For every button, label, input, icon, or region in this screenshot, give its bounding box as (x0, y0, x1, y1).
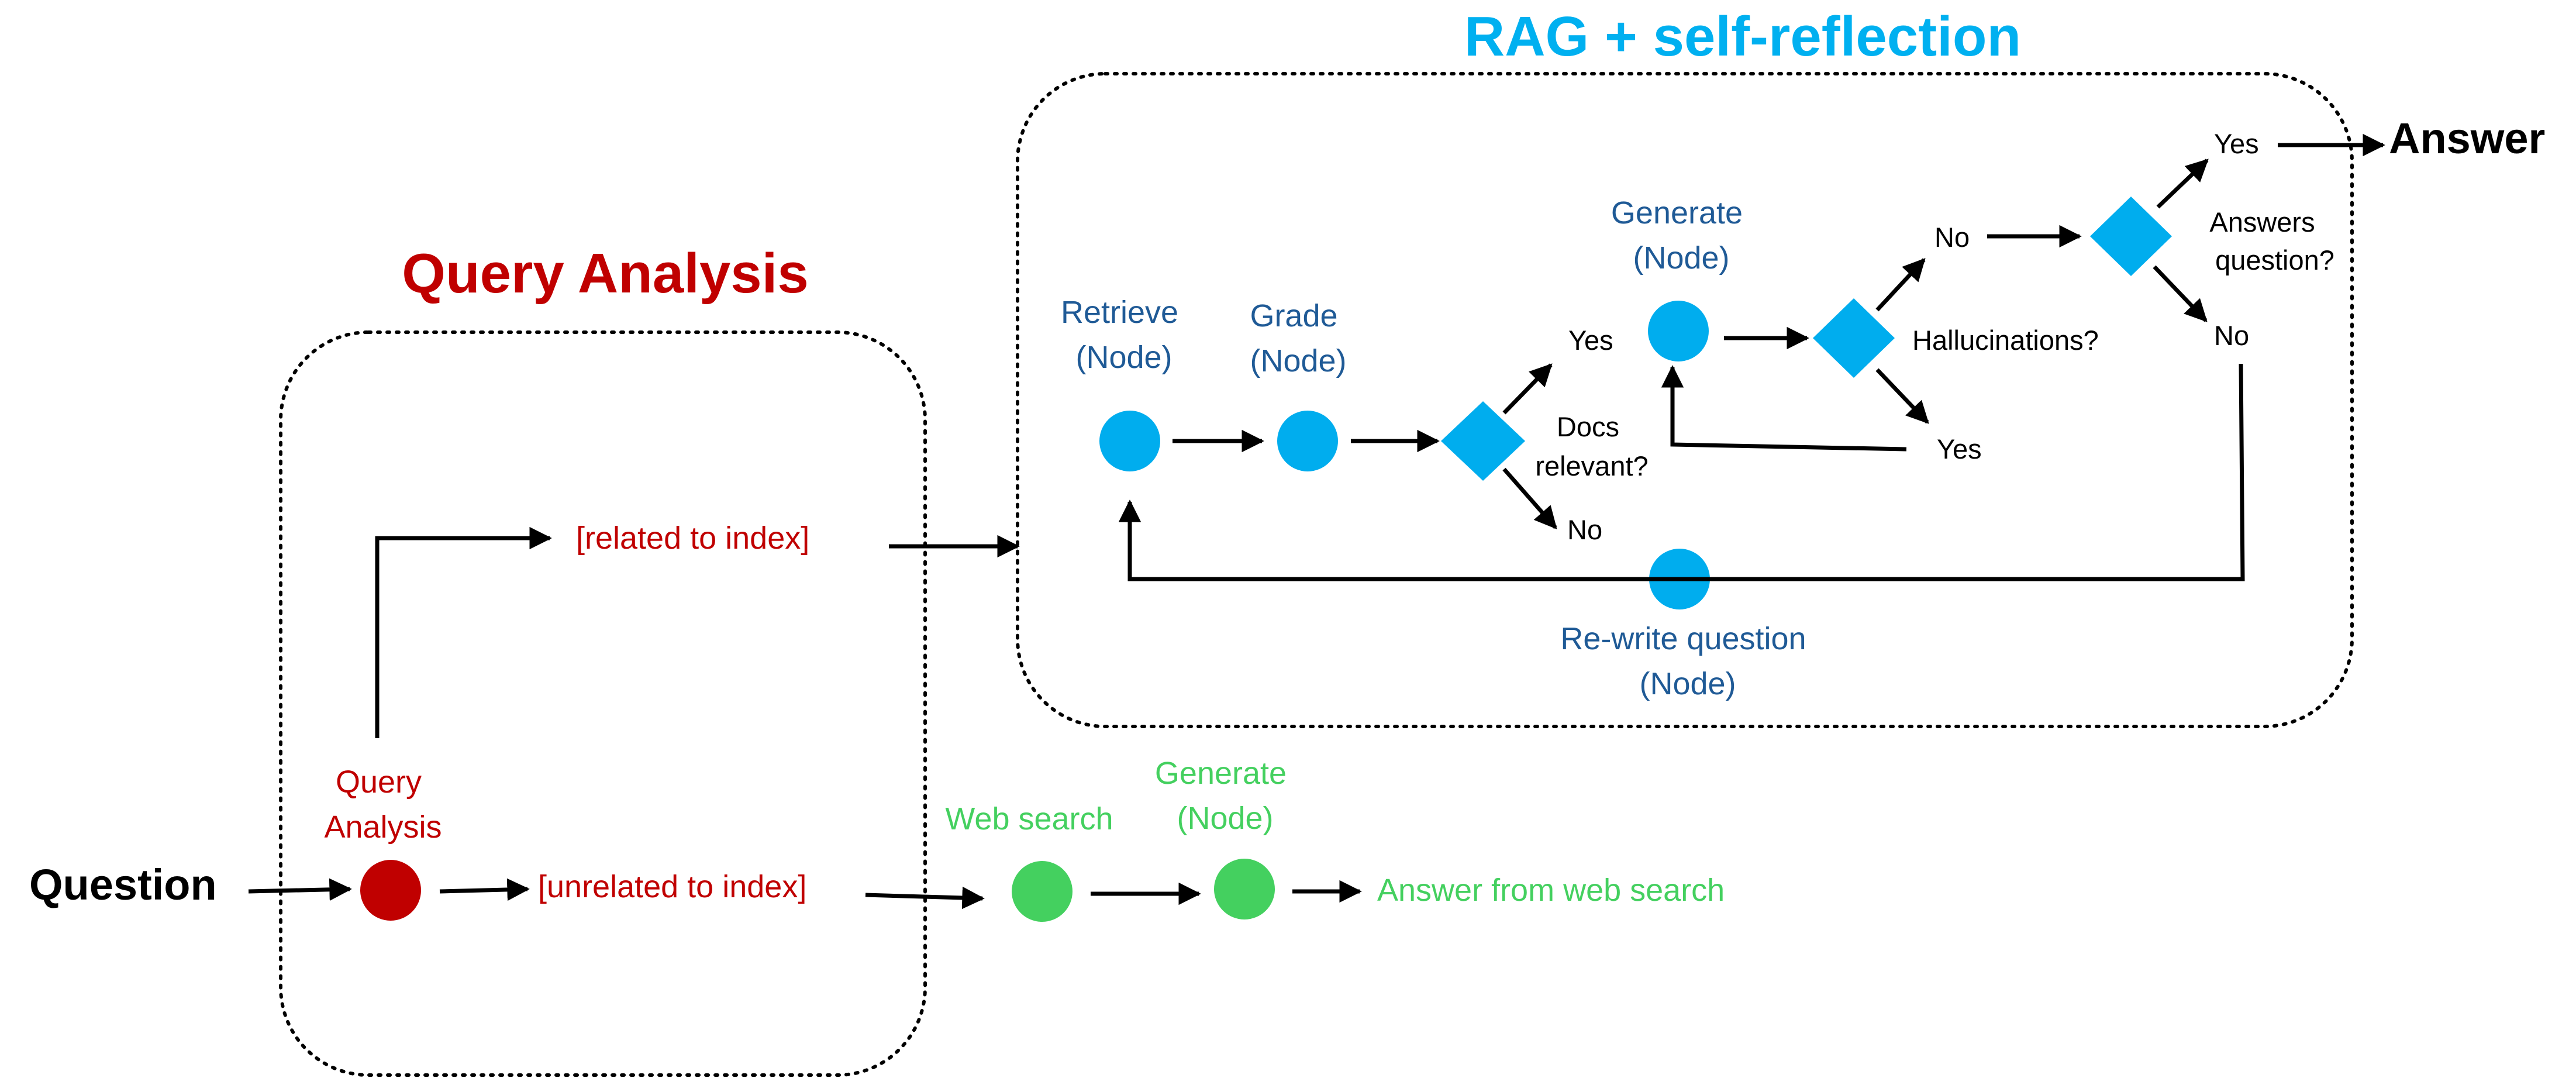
arrow-answers-to-yes (2156, 159, 2209, 209)
web-search-node-label: Web search (945, 801, 1113, 836)
generate-web-node[interactable] (1214, 859, 1275, 919)
arrow-query-analysis-to-unrelated (439, 878, 530, 901)
generate-rag-node[interactable] (1648, 301, 1709, 361)
connectors (248, 133, 2385, 910)
related-to-index-label: [related to index] (576, 521, 809, 556)
arrow-hallucinations-to-yes (1875, 368, 1929, 424)
grade-node-label: Grade (Node) (1250, 298, 1346, 378)
docs-yes-label: Yes (1568, 325, 1613, 356)
arrow-docs-to-no (1502, 467, 1557, 529)
query-analysis-node-label: Query Analysis (324, 764, 442, 845)
query-analysis-node[interactable] (360, 860, 421, 921)
answers-no-label: No (2214, 320, 2249, 351)
arrow-question-to-query-analysis (248, 878, 352, 901)
question-label: Question (29, 860, 217, 909)
rewrite-question-node-label: Re-write question (Node) (1560, 621, 1815, 701)
hallucinations-yes-label: Yes (1937, 433, 1982, 464)
answers-question-decision[interactable] (2090, 197, 2172, 276)
hallucinations-no-label: No (1934, 222, 1970, 253)
arrow-docs-to-yes (1502, 363, 1553, 415)
retrieve-node-label: Retrieve (Node) (1061, 295, 1187, 375)
generate-rag-node-label: Generate (Node) (1611, 195, 1751, 275)
retrieve-node[interactable] (1099, 411, 1160, 471)
arrow-loop-back-to-retrieve (1118, 363, 2245, 581)
rag-self-reflection-box (1016, 72, 2354, 728)
hallucinations-decision[interactable] (1813, 298, 1895, 378)
answers-yes-label: Yes (2214, 128, 2259, 159)
docs-no-label: No (1567, 514, 1602, 545)
rag-self-reflection-title: RAG + self-reflection (1464, 5, 2021, 68)
web-search-node[interactable] (1012, 861, 1073, 922)
query-analysis-box (279, 330, 927, 1077)
answers-question-label: Answers question? (2209, 206, 2334, 275)
answer-label: Answer (2389, 114, 2545, 163)
hallucinations-label: Hallucinations? (1912, 325, 2099, 356)
grade-node[interactable] (1277, 411, 1338, 471)
answer-from-web-search-label: Answer from web search (1377, 873, 1725, 908)
arrow-query-analysis-to-related (375, 526, 552, 738)
arrow-hallucination-yes-back-to-generate (1661, 365, 1907, 452)
arrow-answers-to-no (2153, 265, 2208, 322)
unrelated-to-index-label: [unrelated to index] (538, 869, 806, 904)
generate-web-node-label: Generate (Node) (1155, 756, 1295, 836)
docs-relevant-decision[interactable] (1441, 401, 1525, 481)
arrow-hallucinations-to-no (1875, 258, 1926, 312)
arrow-unrelated-to-web-search (865, 886, 985, 910)
query-analysis-title: Query Analysis (402, 242, 808, 305)
docs-relevant-label: Docs relevant? (1535, 411, 1648, 481)
